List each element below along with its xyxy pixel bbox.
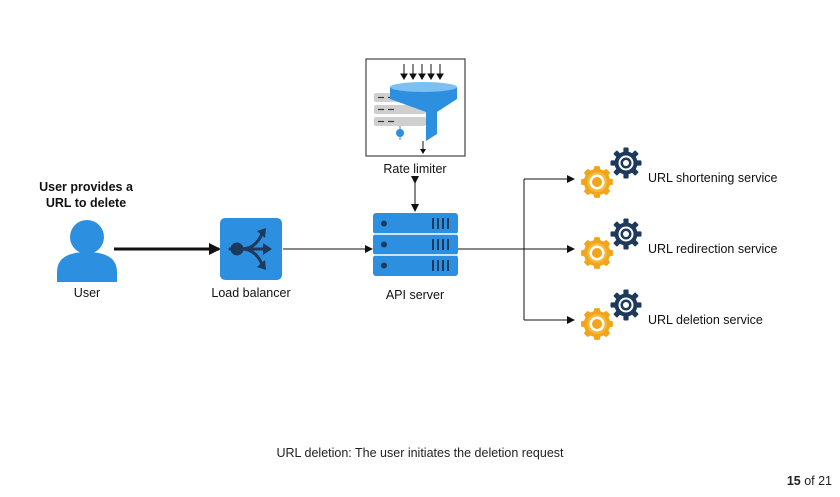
user-label: User xyxy=(73,286,101,300)
user-heading: User provides a URL to delete xyxy=(39,180,133,210)
user-icon xyxy=(57,220,117,282)
rate-limiter-label: Rate limiter xyxy=(383,162,447,176)
api-server-label: API server xyxy=(385,288,445,302)
user-heading-line2: URL to delete xyxy=(45,196,127,210)
url-redirection-service-label: URL redirection service xyxy=(648,242,778,256)
diagram-caption: URL deletion: The user initiates the del… xyxy=(276,446,564,460)
pager-total: 21 xyxy=(818,474,832,488)
user-heading-line1: User provides a xyxy=(39,180,133,194)
pager-current: 15 xyxy=(786,474,801,488)
load-balancer-icon xyxy=(220,218,282,280)
url-shortening-service-label: URL shortening service xyxy=(648,171,778,185)
api-server-icon xyxy=(373,213,458,276)
connector-api-to-services xyxy=(458,175,575,324)
rate-limiter-icon xyxy=(365,58,466,157)
url-deletion-gear-icon xyxy=(581,289,642,340)
pager-separator: of xyxy=(800,474,819,488)
load-balancer-label: Load balancer xyxy=(211,286,291,300)
url-shortening-gear-icon xyxy=(581,147,642,198)
slide-pager: 15 of 21 xyxy=(787,474,832,488)
url-deletion-service-label: URL deletion service xyxy=(648,313,763,327)
url-redirection-gear-icon xyxy=(581,218,642,269)
